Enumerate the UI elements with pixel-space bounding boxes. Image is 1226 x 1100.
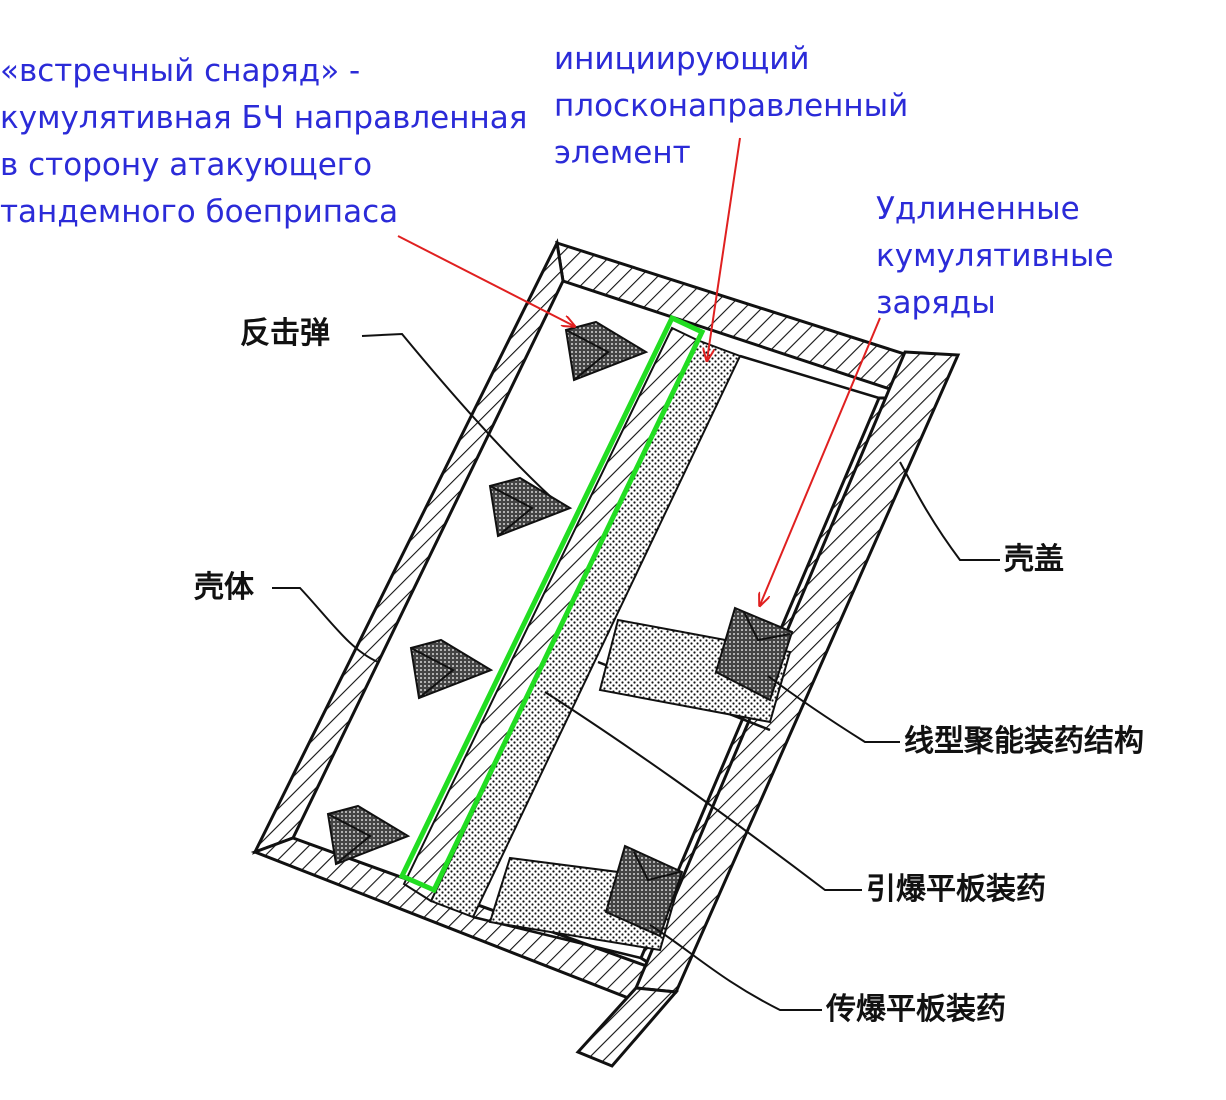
linear-shaped-charge-lower [488,844,684,952]
transfer-plate [402,326,699,903]
leader-linear-shaped-charge [767,675,900,743]
linear-shaped-charge-upper [598,606,794,724]
arrow-counter-projectile [397,235,574,326]
leader-counter-projectile [361,332,553,499]
initiating-element-highlight [398,314,706,894]
shell-cover [575,350,961,1068]
label-counter-projectile: 反击弹 [240,316,330,351]
charge-liner [714,606,794,702]
leader-shell-cover [899,461,1000,561]
leader-transfer-plate-charge [649,924,822,1011]
annotation-line: элемент [554,135,691,171]
annotation-line: в сторону атакующего [0,147,373,183]
leader-shell-body [272,587,379,663]
annotation-line: плосконаправленный [554,88,909,124]
leader-lines [272,332,1000,1011]
annotation-line: «встречный снаряд» - [0,53,361,89]
annotation-counter-projectile: «встречный снаряд» - кумулятивная БЧ нап… [0,48,527,236]
annotation-elongated-charges: Удлиненные кумулятивные заряды [876,186,1114,327]
leader-detonating-plate-charge [544,691,862,891]
annotation-arrows [397,137,881,605]
arrow-initiating-element [707,137,741,360]
counter-projectile [564,320,649,382]
charge-v-notch [743,611,791,642]
charge-liner [604,844,684,938]
annotation-line: инициирующий [554,41,810,77]
shell-top-wall [555,240,919,401]
counter-projectiles [326,320,649,866]
counter-projectile [326,804,411,866]
annotation-line: Удлиненные [876,191,1080,227]
shell-cover-lip [575,986,680,1068]
counter-projectile [409,638,494,700]
label-linear-shaped-charge: 线型聚能装药结构 [904,724,1144,759]
counter-projectile [488,476,573,538]
annotation-line: тандемного боеприпаса [0,194,399,230]
inner-frame-line [739,354,880,400]
label-shell-body: 壳体 [194,570,254,605]
annotation-line: кумулятивная БЧ направленная [0,100,528,136]
label-shell-cover: 壳盖 [1004,542,1064,577]
label-detonating-plate-charge: 引爆平板装药 [866,872,1046,907]
charge-v-notch [633,851,681,882]
arrow-elongated-charges [760,317,881,605]
annotation-line: заряды [876,285,996,321]
annotation-line: кумулятивные [876,238,1114,274]
annotation-initiating-element: инициирующий плосконаправленный элемент [554,36,908,177]
label-transfer-plate-charge: 传爆平板装药 [826,992,1006,1027]
